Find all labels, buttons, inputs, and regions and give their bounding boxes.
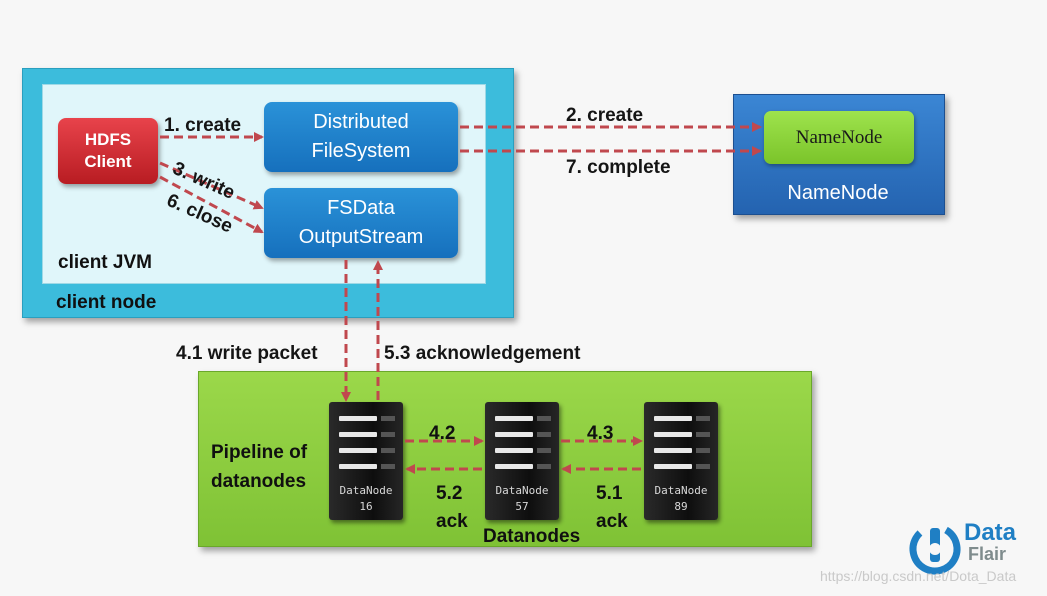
dataflair-logo-icon — [909, 523, 961, 575]
label-create-2: 2. create — [566, 105, 644, 126]
label-create-1: 1. create — [164, 115, 242, 136]
label-4-2: 4.2 — [429, 423, 456, 444]
label-5-1-ack: ack — [596, 511, 628, 532]
client-jvm-label: client JVM — [58, 252, 152, 273]
datanode-server-3: DataNode 89 — [644, 402, 718, 520]
brand-line1: Data — [964, 519, 1017, 546]
arrow-close-6 — [159, 175, 264, 234]
datanode-server-1: DataNode 16 — [329, 402, 403, 520]
label-complete-7: 7. complete — [566, 157, 671, 178]
datanode-3-name: DataNode — [654, 484, 708, 497]
datanodes-label: Datanodes — [483, 526, 581, 547]
namenode-inner-label: NameNode — [795, 126, 883, 148]
label-write-packet: 4.1 write packet — [176, 343, 318, 364]
arrow-write-3 — [159, 161, 264, 210]
datanode-server-2: DataNode 57 — [485, 402, 559, 520]
namenode-inner-box: NameNode — [764, 111, 914, 164]
fsdata-outputstream-box: FSData OutputStream — [264, 188, 458, 258]
pipeline-title-line2: datanodes — [211, 471, 307, 492]
label-5-2-ack: ack — [436, 511, 468, 532]
datanode-2-id: 57 — [515, 500, 529, 513]
label-4-3: 4.3 — [587, 423, 614, 444]
pipeline-title-line1: Pipeline of — [211, 442, 308, 463]
distributed-filesystem-box: Distributed FileSystem — [264, 102, 458, 172]
brand-line2: Flair — [968, 544, 1007, 564]
hdfs-client-box: HDFS Client — [58, 118, 158, 184]
datanode-1-name: DataNode — [339, 484, 393, 497]
watermark-url: https://blog.csdn.net/Dota_Data — [820, 568, 1017, 584]
datanode-3-id: 89 — [674, 500, 688, 513]
fsdata-outputstream-label: FSData OutputStream — [298, 197, 424, 248]
datanode-2-name: DataNode — [495, 484, 549, 497]
datanode-1-id: 16 — [359, 500, 373, 513]
label-5-1: 5.1 — [596, 483, 623, 504]
namenode-caption: NameNode — [787, 182, 889, 204]
distributed-filesystem-label: Distributed FileSystem — [311, 111, 411, 162]
client-node-label: client node — [56, 292, 157, 313]
label-5-2: 5.2 — [436, 483, 463, 504]
label-acknowledgement: 5.3 acknowledgement — [384, 343, 581, 364]
hdfs-client-label: HDFS Client — [84, 130, 132, 171]
